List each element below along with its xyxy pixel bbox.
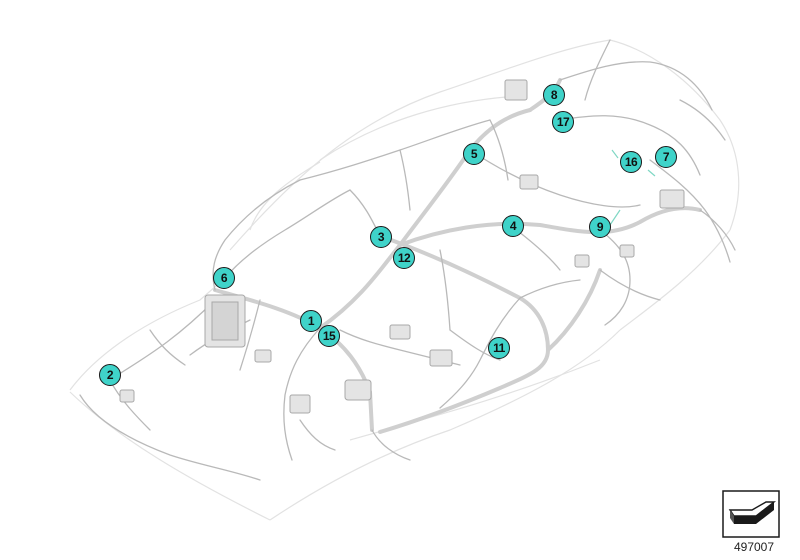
callout-12[interactable]: 12 [393, 247, 415, 269]
callout-8[interactable]: 8 [543, 84, 565, 106]
callout-4[interactable]: 4 [502, 215, 524, 237]
callout-11[interactable]: 11 [488, 337, 510, 359]
view-direction-icon [722, 490, 780, 538]
connector-blocks [119, 79, 685, 414]
callout-2[interactable]: 2 [99, 364, 121, 386]
callout-3[interactable]: 3 [370, 226, 392, 248]
callout-5[interactable]: 5 [463, 143, 485, 165]
callout-15[interactable]: 15 [318, 325, 340, 347]
callout-7[interactable]: 7 [655, 146, 677, 168]
callout-1[interactable]: 1 [300, 310, 322, 332]
document-number: 497007 [733, 540, 775, 554]
vehicle-body-outline [69, 39, 740, 521]
highlighted-wire-stubs [609, 149, 656, 226]
callout-17[interactable]: 17 [552, 111, 574, 133]
callout-16[interactable]: 16 [620, 151, 642, 173]
callout-9[interactable]: 9 [589, 216, 611, 238]
callout-6[interactable]: 6 [213, 267, 235, 289]
